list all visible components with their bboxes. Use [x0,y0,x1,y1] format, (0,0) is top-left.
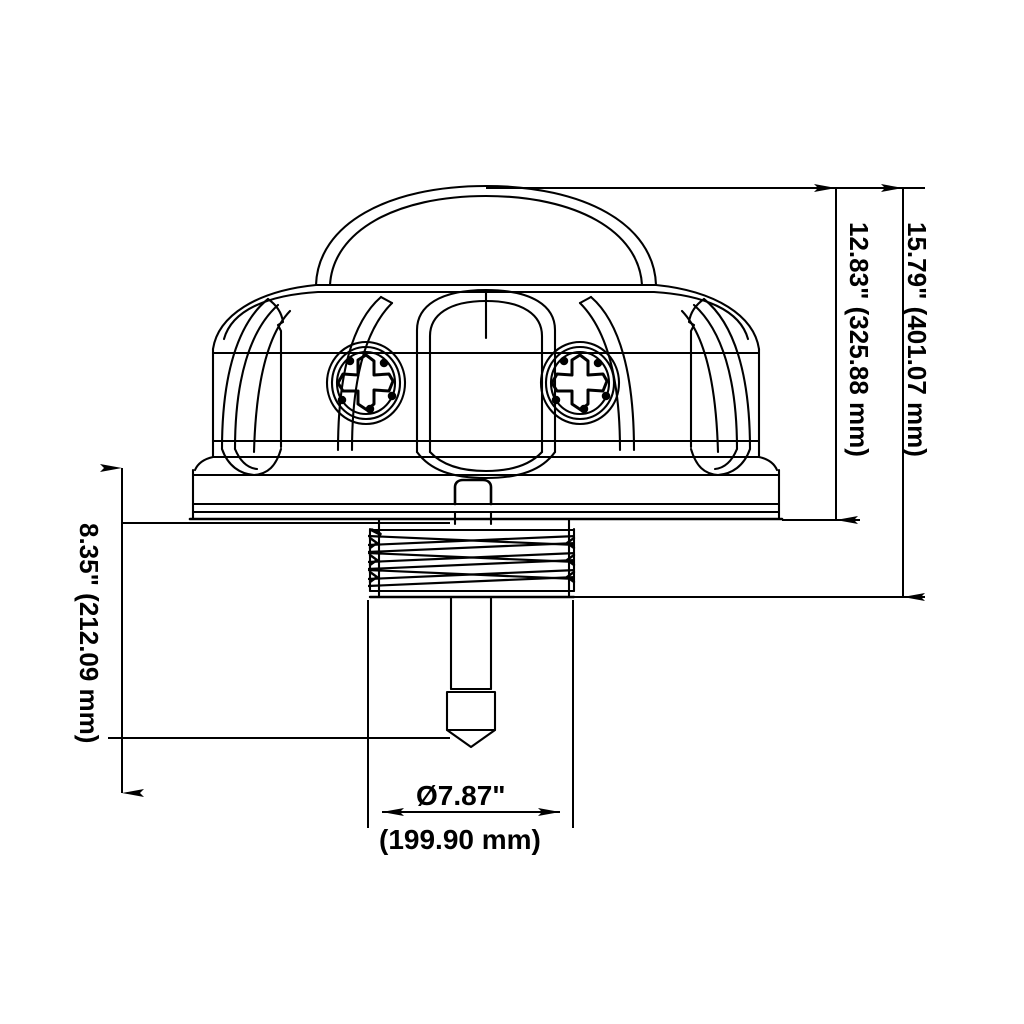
mounting-flange [188,455,784,521]
rib-right-inner [578,295,636,452]
body-height-dimension-label: 12.83" (325.88 mm) [844,222,874,457]
phillips-screw-left [325,340,407,426]
threaded-conduit-nipple [368,517,576,599]
rib-left-outer [220,297,292,477]
center-arch-rib [415,288,557,480]
dimension-layer [100,184,925,828]
flange-center-tab [453,478,493,526]
phillips-screw-right [539,340,621,426]
base-diameter-dimension-label-mm: (199.90 mm) [379,824,541,855]
rib-left-inner [336,295,394,452]
overall-height-dimension-label: 15.79" (401.07 mm) [902,222,932,457]
rib-right-outer [680,297,752,477]
dome-outline [314,184,658,287]
stem-length-dimension-label: 8.35" (212.09 mm) [74,523,104,744]
base-diameter-dimension-label-inches: Ø7.87" [416,780,506,811]
conical-tip [445,690,497,749]
stem-shaft [449,595,493,691]
